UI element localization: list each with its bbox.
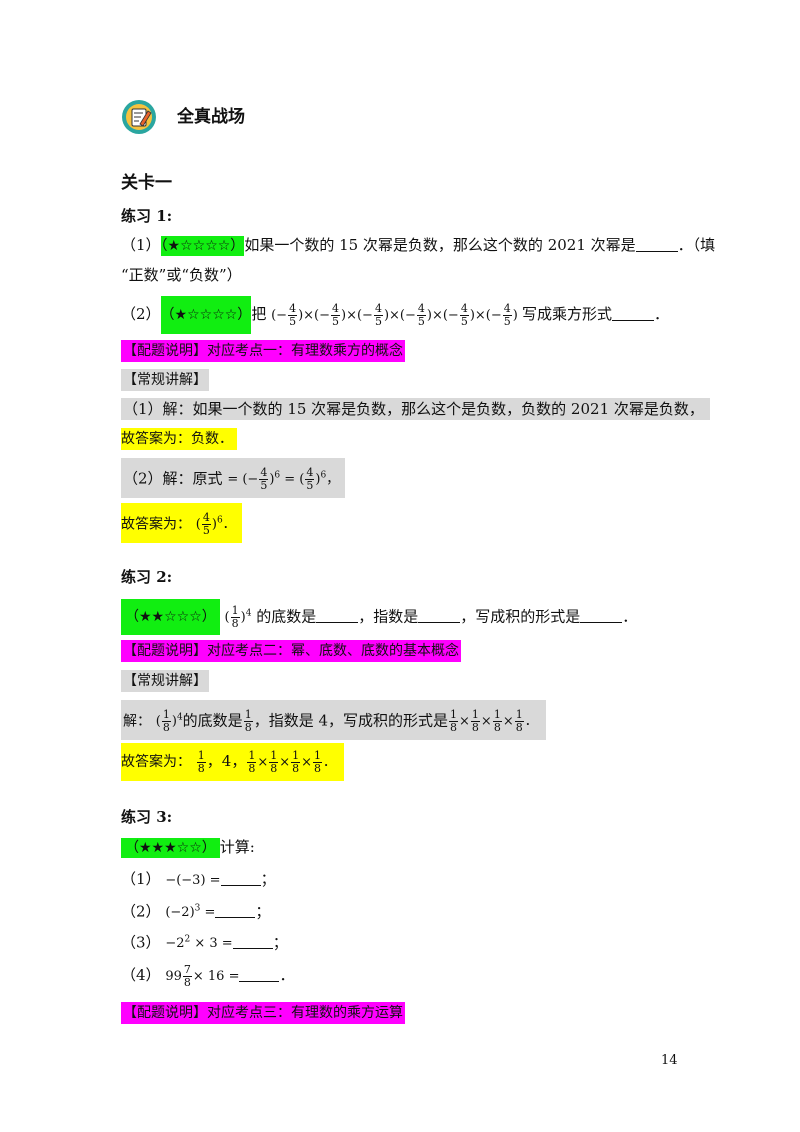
ex3-item-3-blank <box>232 934 273 950</box>
ex2-ans-mid: ，4， <box>206 752 247 770</box>
ex2-blank-product <box>580 608 623 624</box>
pencil-note-icon <box>122 100 156 134</box>
ex1-q1-tail: ．（填 <box>677 236 716 254</box>
ex1-sol2-lead: （2）解：原式 <box>123 469 223 488</box>
ex3-item-3-label: （3） <box>121 933 161 952</box>
ex1-jiangjie: 【常规讲解】 <box>121 369 209 391</box>
ex3-item-3-expr: −2 <box>165 936 185 952</box>
ex2-blank-exponent <box>418 608 461 624</box>
ex1-q2-prefix: （2） <box>121 305 161 323</box>
ex2-q-text-b: ，指数是 <box>358 607 419 626</box>
ex1-q1: （1）（★☆☆☆☆）如果一个数的 15 次幂是负数，那么这个数的 2021 次幂… <box>121 234 715 257</box>
ex1-q1-blank <box>635 237 678 252</box>
ex2-jiangjie: 【常规讲解】 <box>121 670 209 692</box>
ex1-q1-stars: （★☆☆☆☆） <box>160 236 245 256</box>
ex2-sol-a: 的底数是 <box>182 711 243 730</box>
ex1-q2-tail: 写成乘方形式 <box>521 305 612 323</box>
ex1-q2-lead: 把 <box>251 305 267 323</box>
ex1-title: 练习 1: <box>121 207 173 225</box>
ex1-q2-blank <box>612 306 654 321</box>
ex1-q2-stars: （★☆☆☆☆） <box>160 296 252 334</box>
ex3-item-4-blank <box>239 967 280 982</box>
ex2-peiti: 【配题说明】对应考点二：幂、底数、底数的基本概念 <box>121 640 461 662</box>
ex1-ans1: 故答案为：负数． <box>121 428 237 450</box>
ex1-q1-text: 如果一个数的 15 次幂是负数，那么这个数的 2021 次幂是 <box>244 236 636 254</box>
header-title: 全真战场 <box>177 107 245 127</box>
ex3-item-2: （2） (−2)3 =； <box>121 902 271 921</box>
section-title: 关卡一 <box>121 173 172 193</box>
ex3-item-1: （1） −(−3) =； <box>121 870 276 888</box>
ex3-item-3: （3） −22 × 3 =； <box>121 933 288 952</box>
header-icon-badge <box>121 99 157 135</box>
ex2-title: 练习 2: <box>121 568 173 586</box>
ex1-q1-line2: “正数”或“负数”） <box>121 266 242 284</box>
ex3-title: 练习 3: <box>121 808 173 826</box>
ex2-sol-b: ，指数是 4，写成积的形式是 <box>253 711 449 730</box>
ex1-sol1: （1）解：如果一个数的 15 次幂是负数，那么这个是负数，负数的 2021 次幂… <box>121 398 710 420</box>
ex2-stars: （★★☆☆☆） <box>121 599 220 636</box>
ex3-item-1-expr: −(−3) = <box>165 873 221 888</box>
page-number: 14 <box>661 1053 678 1068</box>
ex2-q-end: ． <box>622 607 638 626</box>
ex2-q-text-a: 的底数是 <box>256 607 317 626</box>
ex2-sol-lead: 解： <box>123 713 151 730</box>
ex2-q-text-c: ，写成积的形式是 <box>460 607 581 626</box>
ex1-q2-end: ． <box>654 305 670 323</box>
ex3-item-2-blank <box>215 903 256 919</box>
ex2-blank-base <box>316 608 359 624</box>
ex3-stars: （★★★☆☆） <box>121 838 220 858</box>
ex3-item-4-expr: 99 <box>165 969 182 984</box>
ex3-item-2-expr: (−2) <box>165 905 195 921</box>
ex2-ans-lead: 故答案为： <box>121 754 191 770</box>
ex1-peiti: 【配题说明】对应考点一：有理数乘方的概念 <box>121 340 405 362</box>
ex3-peiti: 【配题说明】对应考点三：有理数的乘方运算 <box>121 1002 405 1024</box>
ex3-item-1-label: （1） <box>121 870 161 888</box>
ex1-ans2-lead: 故答案为： <box>121 516 191 533</box>
ex3-item-4-label: （4） <box>121 966 161 984</box>
ex1-q1-prefix: （1） <box>121 236 161 254</box>
ex3-item-2-label: （2） <box>121 902 161 921</box>
ex3-lead: 计算: <box>219 838 255 856</box>
ex3-header: （★★★☆☆）计算: <box>121 836 255 859</box>
ex3-item-1-blank <box>220 871 261 886</box>
